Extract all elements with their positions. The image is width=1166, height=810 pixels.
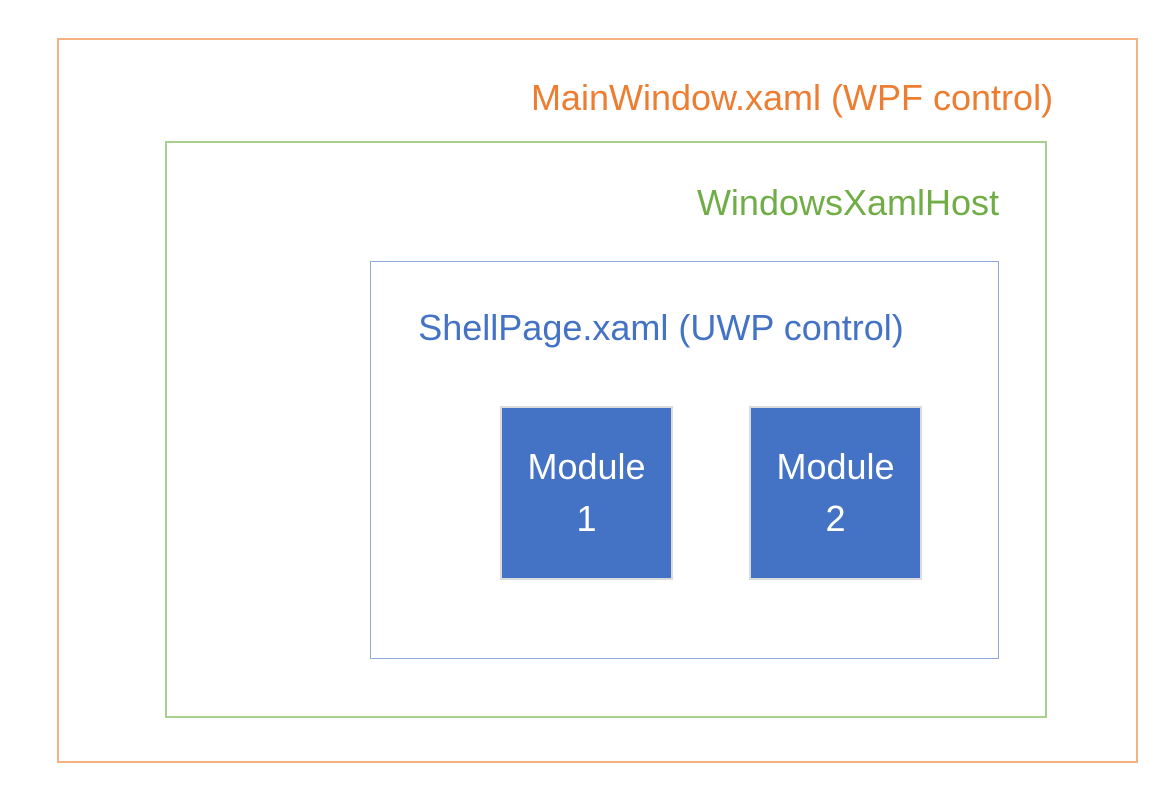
module-2-label-line-2: 2 (825, 498, 846, 539)
module-2-box: Module 2 (749, 406, 922, 580)
module-1-label-line-1: Module (527, 446, 646, 487)
windows-xaml-host-box: WindowsXamlHost ShellPage.xaml (UWP cont… (165, 141, 1047, 718)
module-1-box: Module 1 (500, 406, 673, 580)
module-2-label-line-1: Module (776, 446, 895, 487)
windows-xaml-host-label: WindowsXamlHost (696, 182, 1000, 223)
shell-page-box: ShellPage.xaml (UWP control) Module 1 Mo… (370, 261, 999, 659)
shell-page-label: ShellPage.xaml (UWP control) (418, 307, 904, 348)
wpf-window-label: MainWindow.xaml (WPF control) (530, 77, 1054, 118)
wpf-window-box: MainWindow.xaml (WPF control) WindowsXam… (57, 38, 1138, 763)
module-1-label-line-2: 1 (576, 498, 597, 539)
